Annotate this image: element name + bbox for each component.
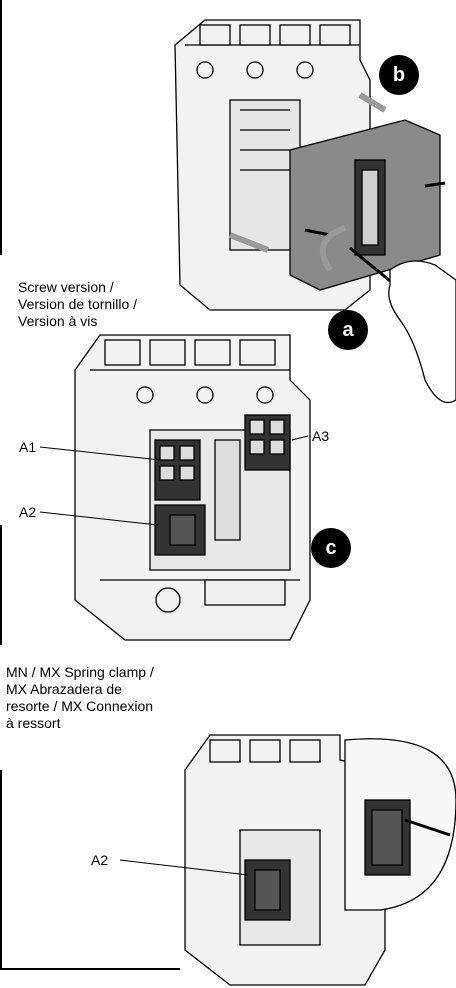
breaker-bottom-illustration — [184, 734, 456, 986]
breaker-top-illustration — [174, 19, 456, 404]
frame-left-bottom — [0, 770, 2, 970]
leader-lines — [39, 435, 309, 876]
callout-c: c — [311, 528, 351, 568]
frame-bottom-rule — [0, 968, 180, 970]
label-a1: A1 — [19, 439, 37, 455]
label-a2-bottom: A2 — [91, 852, 109, 868]
frame-left-middle — [0, 525, 2, 645]
caption-screw-version: Screw version / Version de tornillo / Ve… — [18, 279, 138, 329]
frame-left-top — [0, 0, 2, 255]
callout-a: a — [328, 310, 368, 350]
breaker-middle-illustration — [74, 334, 311, 641]
callout-b: b — [379, 55, 419, 95]
label-a2-top: A2 — [19, 504, 37, 520]
caption-spring-clamp: MN / MX Spring clamp / MX Abrazadera de … — [6, 664, 154, 731]
label-a3: A3 — [312, 428, 330, 444]
